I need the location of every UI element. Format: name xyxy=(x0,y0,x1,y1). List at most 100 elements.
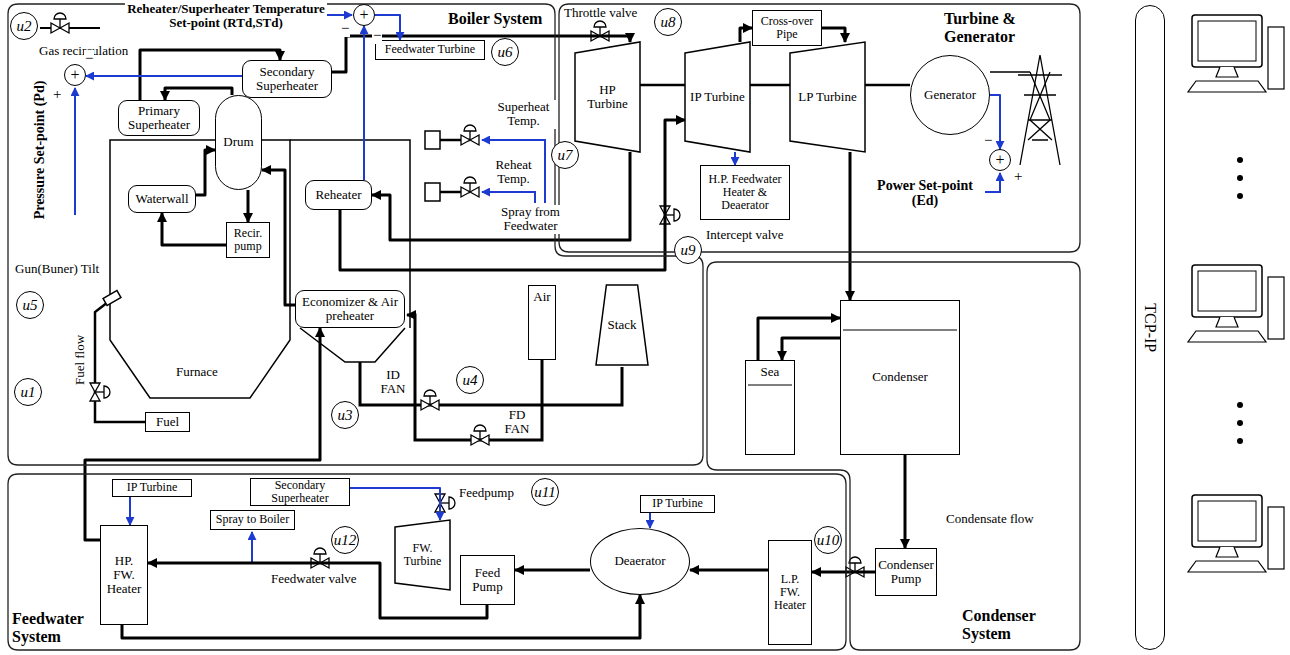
ellipsis-dots xyxy=(1237,157,1243,444)
computer-station xyxy=(1188,15,1284,572)
component-box: Condenser Pump xyxy=(875,548,937,596)
node-label: Feedwater Turbine xyxy=(385,43,475,56)
drum-vessel: Drum xyxy=(215,95,262,190)
control-valve xyxy=(435,494,455,512)
turbine-shape: LP Turbine xyxy=(790,42,865,152)
node-label: Waterwall xyxy=(135,192,188,206)
pipe-line xyxy=(812,571,875,574)
control-valve xyxy=(51,13,864,577)
pipe-line xyxy=(758,318,840,360)
node-label: Secondary Superheater xyxy=(246,65,328,94)
component-box: H.P. Feedwater Heater & Deaerator xyxy=(700,165,790,220)
pipe-line xyxy=(165,88,232,100)
system-region: IP Turbine Secondary SuperheaterSpray to … xyxy=(8,474,846,650)
annotation-label: Gun(Buner) Tilt xyxy=(14,262,100,276)
node-label: Condenser xyxy=(872,370,928,384)
control-valve xyxy=(846,557,864,577)
network-bus: TCP-IP xyxy=(1135,5,1165,650)
callout-number: u10 xyxy=(814,526,842,554)
node-label: Economizer & Air preheater xyxy=(299,295,401,324)
control-valve xyxy=(660,206,680,224)
annotation-label: Feedwater valve xyxy=(270,572,358,586)
pipe-line xyxy=(372,152,630,240)
region-title: Turbine & Generator xyxy=(944,10,1044,45)
ellipsis-dots xyxy=(1237,402,1243,408)
transmission-tower xyxy=(1020,55,1060,165)
annotation-label: Power Set-point (Ed) xyxy=(865,178,985,209)
flue-gas-and-air-duct xyxy=(360,315,622,440)
node-label: Condenser Pump xyxy=(878,558,934,587)
callout-number: u6 xyxy=(491,38,519,66)
furnace-outline xyxy=(110,140,290,398)
annotation-label: Spray from Feedwater xyxy=(492,205,569,234)
node-label: u3 xyxy=(338,407,353,424)
annotation-label: Feedpump xyxy=(458,486,515,500)
node-label: Deaerator xyxy=(614,554,665,568)
annotation-label: Intercept valve xyxy=(705,228,785,242)
component-box: Fuel xyxy=(145,412,190,432)
node-label: Stack xyxy=(608,318,637,332)
node-label: u7 xyxy=(558,147,573,164)
outline-path xyxy=(559,4,1080,252)
region-title: Boiler System xyxy=(448,10,552,28)
node-label: + xyxy=(70,66,79,84)
fuel-line xyxy=(95,302,145,422)
node-label: LP Turbine xyxy=(798,90,856,104)
component-box: Feedwater Turbine xyxy=(375,40,485,60)
callout-number: u1 xyxy=(14,378,42,406)
control-valve xyxy=(461,177,479,197)
node-label: + xyxy=(359,6,368,24)
callout-number: u4 xyxy=(456,366,484,394)
outline-path xyxy=(707,262,1080,650)
control-valve xyxy=(90,383,110,401)
stack-chimney: Stack xyxy=(596,285,648,365)
outline-path xyxy=(8,4,703,465)
transmission-tower xyxy=(1028,72,1052,140)
node-label: FW. Turbine xyxy=(398,542,447,568)
signal-line xyxy=(734,152,736,165)
steam-line xyxy=(425,183,440,201)
node-label: u2 xyxy=(17,18,32,35)
turbine-shape: FW. Turbine xyxy=(395,520,450,590)
component-box: IP Turbine xyxy=(640,495,715,513)
fuel-line xyxy=(103,291,121,306)
node-label: u9 xyxy=(681,242,696,259)
summing-junction: + xyxy=(64,64,86,86)
computer-station xyxy=(1188,265,1284,342)
pipe-line xyxy=(822,28,845,42)
signal-line xyxy=(129,497,131,525)
node-label: Secondary Superheater xyxy=(254,479,346,505)
annotation-label: FD FAN xyxy=(500,408,534,437)
component-box: Cross-over Pipe xyxy=(752,10,822,46)
spray-line xyxy=(251,532,253,563)
steam-line xyxy=(425,131,440,149)
component-box: Primary Superheater xyxy=(118,100,200,136)
setpoint-arrow xyxy=(75,15,1000,215)
steam-line xyxy=(990,71,1030,73)
sign-label: − xyxy=(372,27,382,44)
transmission-tower xyxy=(1018,75,1062,140)
component-box: Spray to Boiler xyxy=(210,510,295,530)
component-box: Waterwall xyxy=(128,185,196,213)
node-label: TCP-IP xyxy=(1141,303,1159,352)
pipe-line xyxy=(849,152,852,300)
pipe-line xyxy=(782,338,840,360)
node-label: Drum xyxy=(223,135,253,149)
annotation-label: Fuel flow xyxy=(73,334,87,386)
node-label: u5 xyxy=(23,297,38,314)
pipe-line xyxy=(515,569,590,572)
sign-label: − xyxy=(84,50,94,67)
ellipsis-dots xyxy=(1237,157,1243,163)
node-label: u8 xyxy=(661,14,676,31)
deaerator-tank: Deaerator xyxy=(590,528,690,595)
sign-label: + xyxy=(52,86,62,103)
turbine-shape: HP Turbine xyxy=(575,42,640,152)
callout-number: u11 xyxy=(531,478,559,506)
water-level xyxy=(748,384,792,385)
region-title: Feedwater System xyxy=(12,610,97,645)
summing-junction: + xyxy=(353,4,375,26)
sign-label: − xyxy=(983,132,993,149)
annotation-label: Superheat Temp. xyxy=(490,100,557,129)
annotation-label: Reheat Temp. xyxy=(485,158,542,187)
callout-number: u12 xyxy=(331,526,359,554)
